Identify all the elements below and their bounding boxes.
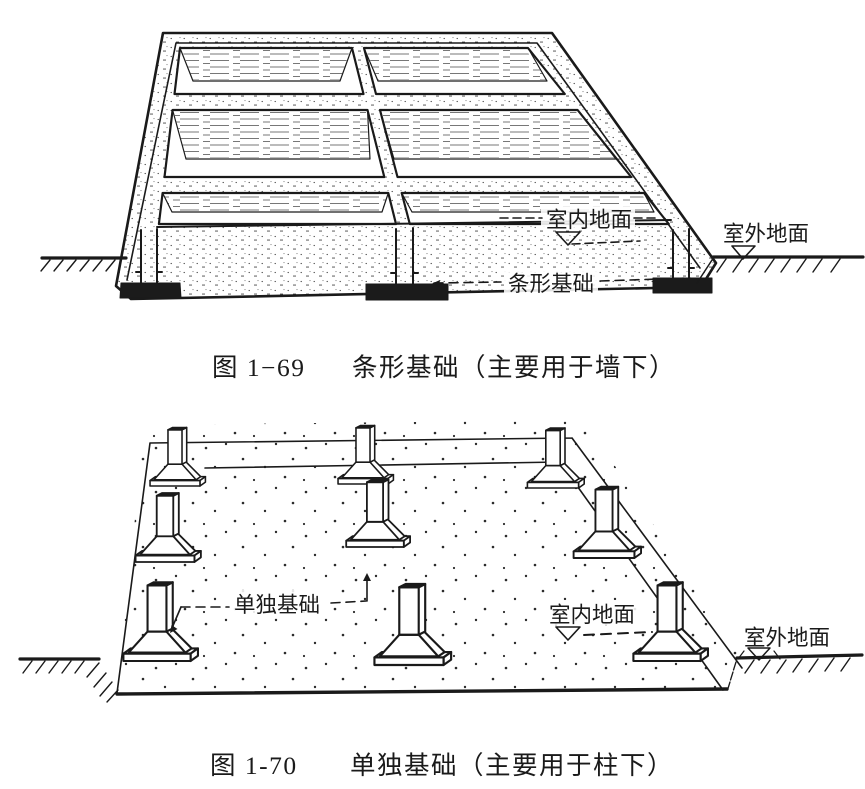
- leader-dashes: [433, 277, 691, 284]
- foundation-pit: [362, 46, 566, 96]
- level-dashes: [499, 217, 659, 245]
- leader-dashes: [180, 600, 367, 608]
- ground-hatch: [40, 259, 116, 272]
- level-symbol-outdoor: [747, 647, 771, 661]
- ground-line-right: [696, 255, 865, 284]
- foundation-pit: [163, 108, 386, 179]
- label-outdoor-ground-bottom: 室外地面: [744, 626, 830, 650]
- slope-hatch: [86, 662, 119, 703]
- ground-hatch: [716, 258, 841, 273]
- label-underlay: [230, 590, 326, 616]
- isolated-foundation-drawing: 单独基础 室内地面 室外地面: [18, 420, 864, 703]
- footing-pad: [365, 283, 449, 301]
- foundation-pit: [173, 46, 365, 96]
- wall-stem-left: [119, 228, 182, 299]
- label-underlay: [546, 600, 640, 625]
- level-symbol-outdoor: [731, 245, 756, 260]
- foundation-pit: [157, 191, 398, 226]
- caption-figure-69: 图 1−69 条形基础（主要用于墙下）: [212, 353, 676, 382]
- ground-line-right: [735, 653, 864, 674]
- foundation-pit: [378, 108, 633, 179]
- label-outdoor-ground-top: 室外地面: [723, 222, 809, 246]
- ground-hatch: [22, 660, 85, 674]
- label-underlay: [504, 269, 598, 295]
- strip-foundation-drawing: 室内地面 室外地面 条形基础: [40, 31, 865, 301]
- inner-bank-rim: [126, 42, 701, 281]
- front-floor-edge: [115, 687, 729, 696]
- caption-title: 条形基础（主要用于墙下）: [352, 353, 676, 382]
- caption-number: 图 1-70: [210, 751, 298, 780]
- label-indoor-ground-bottom: 室内地面: [549, 603, 635, 627]
- wall-stem-center: [365, 227, 449, 301]
- level-dashes: [583, 631, 653, 636]
- caption-number: 图 1−69: [212, 353, 306, 382]
- leader-arrow-left: [170, 625, 178, 633]
- footing-pad: [652, 277, 713, 294]
- label-strip-foundation: 条形基础: [508, 272, 594, 296]
- ground-line-left: [18, 657, 119, 703]
- caption-figure-70: 图 1-70 单独基础（主要用于柱下）: [210, 751, 674, 780]
- excavation-floor: [116, 420, 745, 695]
- ground-hatch: [744, 657, 851, 674]
- leader-arrow-right: [363, 573, 371, 581]
- leader-elbows: [171, 577, 368, 629]
- label-isolated-foundation: 单独基础: [234, 593, 320, 617]
- footing-pad: [119, 282, 182, 299]
- leader-arrow: [431, 280, 440, 287]
- caption-title: 单独基础（主要用于柱下）: [350, 751, 674, 780]
- level-symbol-indoor: [555, 626, 581, 641]
- bank-hatch-dashes: [726, 661, 737, 691]
- level-symbol-indoor: [555, 231, 581, 246]
- ground-line-left: [40, 256, 128, 272]
- label-underlay: [541, 205, 635, 230]
- label-indoor-ground-top: 室内地面: [546, 208, 632, 232]
- level-slashes: [737, 650, 781, 660]
